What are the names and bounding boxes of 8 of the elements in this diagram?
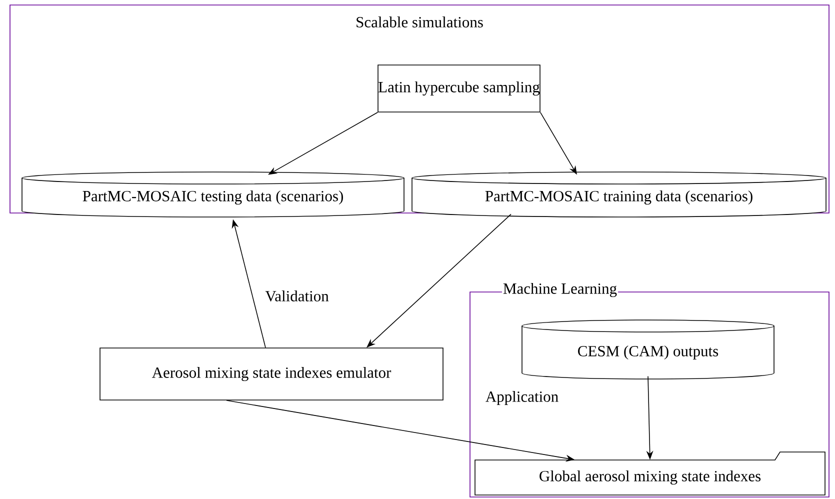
process-box: Aerosol mixing state indexes emulator [100,348,444,400]
database-cylinder: PartMC-MOSAIC testing data (scenarios) [22,172,404,218]
edge-label: Application [484,390,560,406]
database-cylinder: CESM (CAM) outputs [522,320,774,380]
folder-box: Global aerosol mixing state indexes [474,452,826,496]
database-cylinder: PartMC-MOSAIC training data (scenarios) [412,172,826,218]
edge-label: Validation [264,290,330,302]
edge-label: Machine Learning [502,282,618,298]
